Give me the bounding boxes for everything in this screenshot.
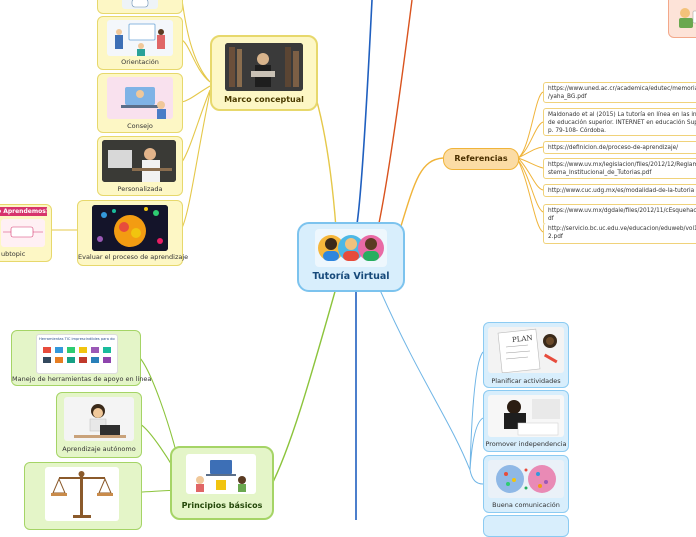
marco-child-caption: Evaluar el proceso de aprendizaje xyxy=(78,253,189,261)
central-to-right-line xyxy=(379,289,471,471)
reference-text[interactable]: https://www.uv.mx/legislacion/files/2012… xyxy=(548,162,696,168)
marco-child-caption: Personalizada xyxy=(117,185,163,193)
student-laptop-icon xyxy=(74,404,126,438)
personalizada-image xyxy=(102,140,176,182)
orientacion-image xyxy=(107,20,173,56)
marco-conceptual-node[interactable]: Marco conceptual xyxy=(210,35,318,111)
comunicacion-image xyxy=(488,460,564,498)
blue-branch-line xyxy=(355,0,373,231)
reference-item[interactable]: https://definicion.de/proceso-de-aprendi… xyxy=(543,141,696,154)
referencias-children-line xyxy=(517,91,544,233)
reference-item[interactable]: http://www.cuc.udg.mx/es/modalidad-de-la… xyxy=(543,184,696,197)
reference-text[interactable]: 2.pdf xyxy=(548,234,563,240)
reference-text[interactable]: http://www.cuc.udg.mx/es/modalidad-de-la… xyxy=(548,188,695,194)
herramientas-image: Herramientas TIC imprescindibles para do… xyxy=(36,334,118,374)
people-presentation-icon xyxy=(115,23,165,56)
marco-child-top-partial[interactable] xyxy=(97,0,183,14)
reference-item[interactable]: http://servicio.bc.uc.edu.ve/educacion/e… xyxy=(543,223,696,244)
reference-item[interactable]: https://www.uv.mx/dgdaie/files/2012/11/c… xyxy=(543,204,696,225)
principios-title: Principios básicos xyxy=(181,501,263,510)
marco-child-evaluar[interactable]: Evaluar el proceso de aprendizaje xyxy=(77,200,189,266)
referencias-title: Referencias xyxy=(454,154,508,163)
marco-children-line xyxy=(181,0,211,229)
principios-child-autonomo[interactable]: Aprendizaje autónomo xyxy=(56,392,142,458)
reference-text[interactable]: https://www.uv.mx/dgdaie/files/2012/11/c… xyxy=(548,208,696,214)
two-heads-icon xyxy=(496,465,556,493)
marco-child-caption: Consejo xyxy=(127,122,153,130)
right-child-caption: Promover independencia xyxy=(485,440,567,448)
right-child-caption: Buena comunicación xyxy=(492,501,560,509)
reference-text[interactable]: https://www.uned.ac.cr/academica/edutec/… xyxy=(548,86,696,92)
cartoon-icon xyxy=(679,8,696,28)
top-right-partial-node[interactable] xyxy=(668,0,696,38)
laptop-person-icon xyxy=(107,77,173,119)
reference-text[interactable]: stema_Institucional_de_Tutorias.pdf xyxy=(548,170,652,176)
reference-text[interactable]: http://servicio.bc.uc.edu.ve/educacion/e… xyxy=(548,226,696,232)
right-child-caption: Planificar actividades xyxy=(491,377,561,385)
scale-icon xyxy=(51,471,113,518)
people-avatars-icon xyxy=(315,229,387,267)
principios-image xyxy=(186,454,256,494)
plan-notebook-icon xyxy=(497,328,558,373)
reference-item[interactable]: https://www.uv.mx/legislacion/files/2012… xyxy=(543,158,696,179)
right-child-independencia[interactable]: Promover independencia xyxy=(483,390,569,452)
reference-text[interactable]: https://definicion.de/proceso-de-aprendi… xyxy=(548,145,679,151)
central-to-principios-line xyxy=(269,287,337,489)
badge-icon xyxy=(131,0,149,8)
reference-text[interactable]: df xyxy=(548,216,554,222)
central-to-marco-line xyxy=(312,87,337,229)
referencias-node[interactable]: Referencias xyxy=(443,148,519,170)
connector-lines xyxy=(50,0,544,520)
subtopic-node[interactable]: o Aprendemos? ubtopic xyxy=(0,204,52,262)
books-icon xyxy=(225,43,303,91)
central-node[interactable]: Tutoría Virtual xyxy=(297,222,405,292)
tool-logos-icon xyxy=(43,347,111,363)
right-children-line xyxy=(469,351,484,485)
diagram-icon xyxy=(3,226,43,238)
subtopic-image xyxy=(1,219,45,247)
planificar-image: PLAN xyxy=(488,327,564,373)
brain-ideas-icon xyxy=(92,205,168,251)
subtopic-banner: o Aprendemos? xyxy=(0,207,47,216)
marco-child-caption: Orientación xyxy=(121,58,159,66)
principios-child-caption: Aprendizaje autónomo xyxy=(62,445,136,453)
illustration-image xyxy=(122,0,158,9)
reference-text: de educación superior. INTERNET en educa… xyxy=(548,120,696,126)
autonomo-image xyxy=(64,397,134,441)
reference-item[interactable]: https://www.uned.ac.cr/academica/edutec/… xyxy=(543,82,696,103)
central-to-referencias-line xyxy=(397,157,444,237)
right-child-planificar[interactable]: PLAN Planificar actividades xyxy=(483,322,569,388)
evaluar-image xyxy=(92,205,168,251)
central-title: Tutoría Virtual xyxy=(312,271,390,282)
marco-child-orientacion[interactable]: Orientación xyxy=(97,16,183,70)
student-writing-icon xyxy=(504,399,560,436)
right-child-comunicacion[interactable]: Buena comunicación xyxy=(483,455,569,513)
library-person-image xyxy=(225,43,303,91)
marco-child-consejo[interactable]: Consejo xyxy=(97,73,183,133)
marco-title: Marco conceptual xyxy=(224,95,304,104)
principios-node[interactable]: Principios básicos xyxy=(170,446,274,520)
right-child-partial[interactable] xyxy=(483,515,569,537)
reference-text: Maldonado et al (2015) La tutoría en lín… xyxy=(548,112,696,118)
marco-child-personalizada[interactable]: Personalizada xyxy=(97,136,183,196)
online-class-icon xyxy=(196,460,246,492)
reference-text: p. 79-108- Córdoba. xyxy=(548,128,607,134)
subtopic-label: ubtopic xyxy=(1,250,26,258)
herramientas-image-text: Herramientas TIC imprescindibles para do… xyxy=(39,337,115,341)
orange-branch-line xyxy=(377,0,413,229)
principios-child-herramientas[interactable]: Herramientas TIC imprescindibles para do… xyxy=(11,330,152,386)
principios-child-balance[interactable] xyxy=(24,462,142,530)
independencia-image xyxy=(488,395,564,437)
balance-image xyxy=(45,467,119,521)
reference-text[interactable]: /yaha_BG.pdf xyxy=(548,94,587,100)
reference-item[interactable]: Maldonado et al (2015) La tutoría en lín… xyxy=(543,108,696,136)
headset-person-icon xyxy=(102,140,176,182)
principios-child-caption: Manejo de herramientas de apoyo en línea xyxy=(12,375,152,383)
consejo-image xyxy=(107,77,173,119)
